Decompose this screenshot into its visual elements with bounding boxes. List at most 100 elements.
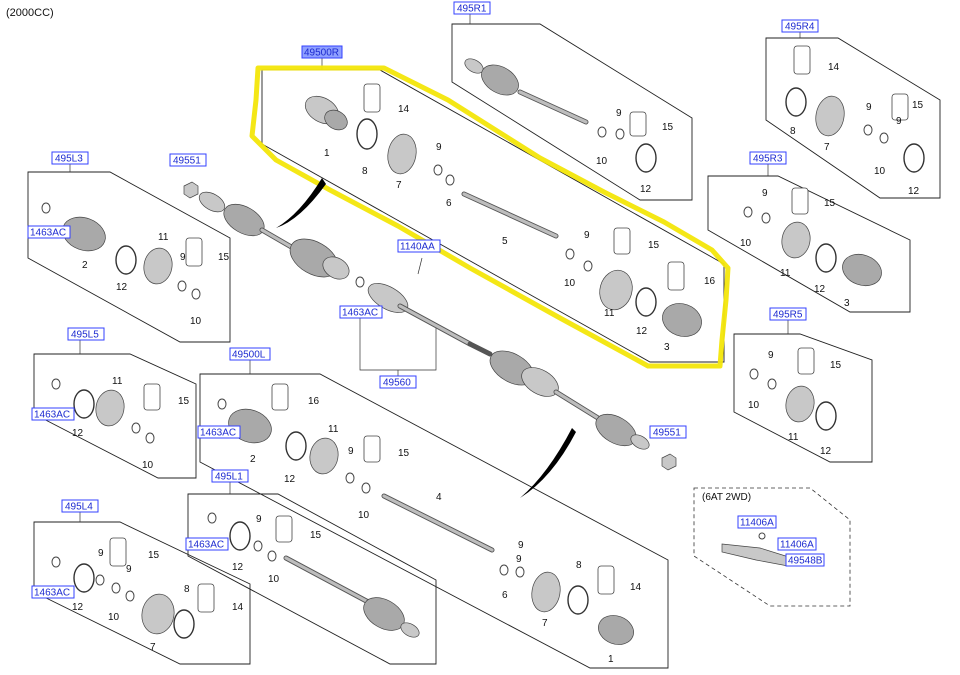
parts-495L1: [207, 512, 420, 638]
svg-text:15: 15: [178, 396, 190, 407]
parts-495R4: [785, 45, 925, 173]
parts-495R3: [743, 187, 882, 287]
svg-text:10: 10: [190, 316, 202, 327]
svg-text:3: 3: [844, 298, 850, 309]
svg-text:15: 15: [830, 360, 842, 371]
svg-text:6: 6: [502, 590, 508, 601]
svg-text:1463AC: 1463AC: [200, 428, 236, 439]
svg-text:12: 12: [636, 326, 648, 337]
frame-495R3: [707, 164, 911, 313]
svg-text:14: 14: [232, 602, 244, 613]
svg-text:9: 9: [436, 142, 442, 153]
svg-text:495R3: 495R3: [753, 154, 783, 165]
ref-1463AC-L5[interactable]: 1463AC: [31, 407, 75, 421]
svg-text:1: 1: [324, 148, 330, 159]
svg-text:7: 7: [824, 142, 830, 153]
svg-text:495L3: 495L3: [55, 154, 83, 165]
main-drive-shaft-assembly: [198, 178, 650, 498]
svg-text:15: 15: [218, 252, 230, 263]
ref-495L1[interactable]: 495L1: [211, 469, 249, 483]
svg-text:8: 8: [576, 560, 582, 571]
svg-text:14: 14: [630, 582, 642, 593]
svg-text:1140AA: 1140AA: [400, 242, 435, 253]
svg-text:9: 9: [896, 116, 902, 127]
ref-49548B[interactable]: 49548B: [785, 553, 825, 567]
svg-text:1463AC: 1463AC: [188, 540, 224, 551]
center-small-parts: [183, 181, 677, 471]
ref-495R5[interactable]: 495R5: [769, 307, 807, 321]
ref-11406A-b[interactable]: 11406A: [777, 537, 817, 551]
svg-text:12: 12: [72, 602, 84, 613]
ref-49551-bottom[interactable]: 49551: [649, 425, 687, 439]
svg-text:7: 7: [396, 180, 402, 191]
svg-text:495L1: 495L1: [215, 472, 243, 483]
svg-text:8: 8: [790, 126, 796, 137]
svg-text:12: 12: [284, 474, 296, 485]
ref-49551-top[interactable]: 49551: [169, 153, 207, 167]
ref-1463AC-L4[interactable]: 1463AC: [31, 585, 75, 599]
engine-note: (2000CC): [6, 7, 54, 19]
svg-text:49560: 49560: [383, 378, 411, 389]
ref-1463AC-L3[interactable]: 1463AC: [27, 225, 71, 239]
ref-49560[interactable]: 49560: [379, 375, 417, 389]
svg-text:11: 11: [788, 432, 799, 443]
svg-text:15: 15: [912, 100, 924, 111]
ref-1140AA[interactable]: 1140AA: [397, 239, 441, 253]
svg-text:9: 9: [616, 108, 622, 119]
svg-text:10: 10: [748, 400, 760, 411]
parts-495L3: [41, 202, 203, 300]
svg-text:2: 2: [250, 454, 256, 465]
svg-text:11406A: 11406A: [740, 518, 774, 529]
svg-text:12: 12: [232, 562, 244, 573]
svg-text:12: 12: [908, 186, 920, 197]
svg-text:4: 4: [436, 492, 442, 503]
ref-11406A-a[interactable]: 11406A: [737, 515, 777, 529]
ref-1463AC-L1[interactable]: 1463AC: [185, 537, 229, 551]
ref-1463AC-L[interactable]: 1463AC: [197, 425, 241, 439]
ref-1463AC-mid[interactable]: 1463AC: [339, 305, 383, 319]
svg-text:9: 9: [126, 564, 132, 575]
svg-text:15: 15: [398, 448, 410, 459]
ref-49500R[interactable]: 49500R: [301, 45, 343, 59]
svg-text:49551: 49551: [653, 428, 681, 439]
svg-text:7: 7: [150, 642, 156, 653]
svg-text:5: 5: [502, 236, 508, 247]
svg-text:10: 10: [874, 166, 886, 177]
svg-text:3: 3: [664, 342, 670, 353]
svg-text:495L4: 495L4: [65, 502, 93, 513]
svg-text:11406A: 11406A: [780, 540, 814, 551]
svg-text:10: 10: [596, 156, 608, 167]
svg-text:1: 1: [608, 654, 614, 665]
svg-text:16: 16: [308, 396, 320, 407]
svg-text:495R5: 495R5: [773, 310, 803, 321]
ref-49500L[interactable]: 49500L: [229, 347, 271, 361]
svg-text:49548B: 49548B: [788, 556, 823, 567]
svg-text:9: 9: [762, 188, 768, 199]
svg-text:495R1: 495R1: [457, 4, 487, 15]
part-numbers: 1 14 8 7 9 6 5 9 15 10 16 11 12 3 9 15 1…: [72, 62, 924, 665]
svg-text:9: 9: [348, 446, 354, 457]
svg-text:1463AC: 1463AC: [34, 410, 70, 421]
svg-text:49500L: 49500L: [232, 350, 266, 361]
inset-6at-2wd: (6AT 2WD): [693, 487, 851, 607]
svg-text:15: 15: [824, 198, 836, 209]
ref-495R4[interactable]: 495R4: [781, 19, 819, 33]
ref-495L5[interactable]: 495L5: [67, 327, 105, 341]
frame-495R5: [733, 320, 873, 463]
frame-495L3: [27, 164, 231, 343]
svg-text:11: 11: [780, 268, 791, 279]
ref-495L3[interactable]: 495L3: [51, 151, 89, 165]
svg-text:6: 6: [446, 198, 452, 209]
svg-text:2: 2: [82, 260, 88, 271]
svg-text:10: 10: [142, 460, 154, 471]
svg-text:15: 15: [148, 550, 160, 561]
svg-text:495R4: 495R4: [785, 22, 815, 33]
frame-495L1: [187, 482, 437, 665]
svg-text:10: 10: [108, 612, 120, 623]
ref-495L4[interactable]: 495L4: [61, 499, 99, 513]
svg-text:1463AC: 1463AC: [34, 588, 70, 599]
ref-495R1[interactable]: 495R1: [453, 1, 491, 15]
parts-49500R: [304, 83, 702, 337]
ref-495R3[interactable]: 495R3: [749, 151, 787, 165]
svg-text:8: 8: [184, 584, 190, 595]
